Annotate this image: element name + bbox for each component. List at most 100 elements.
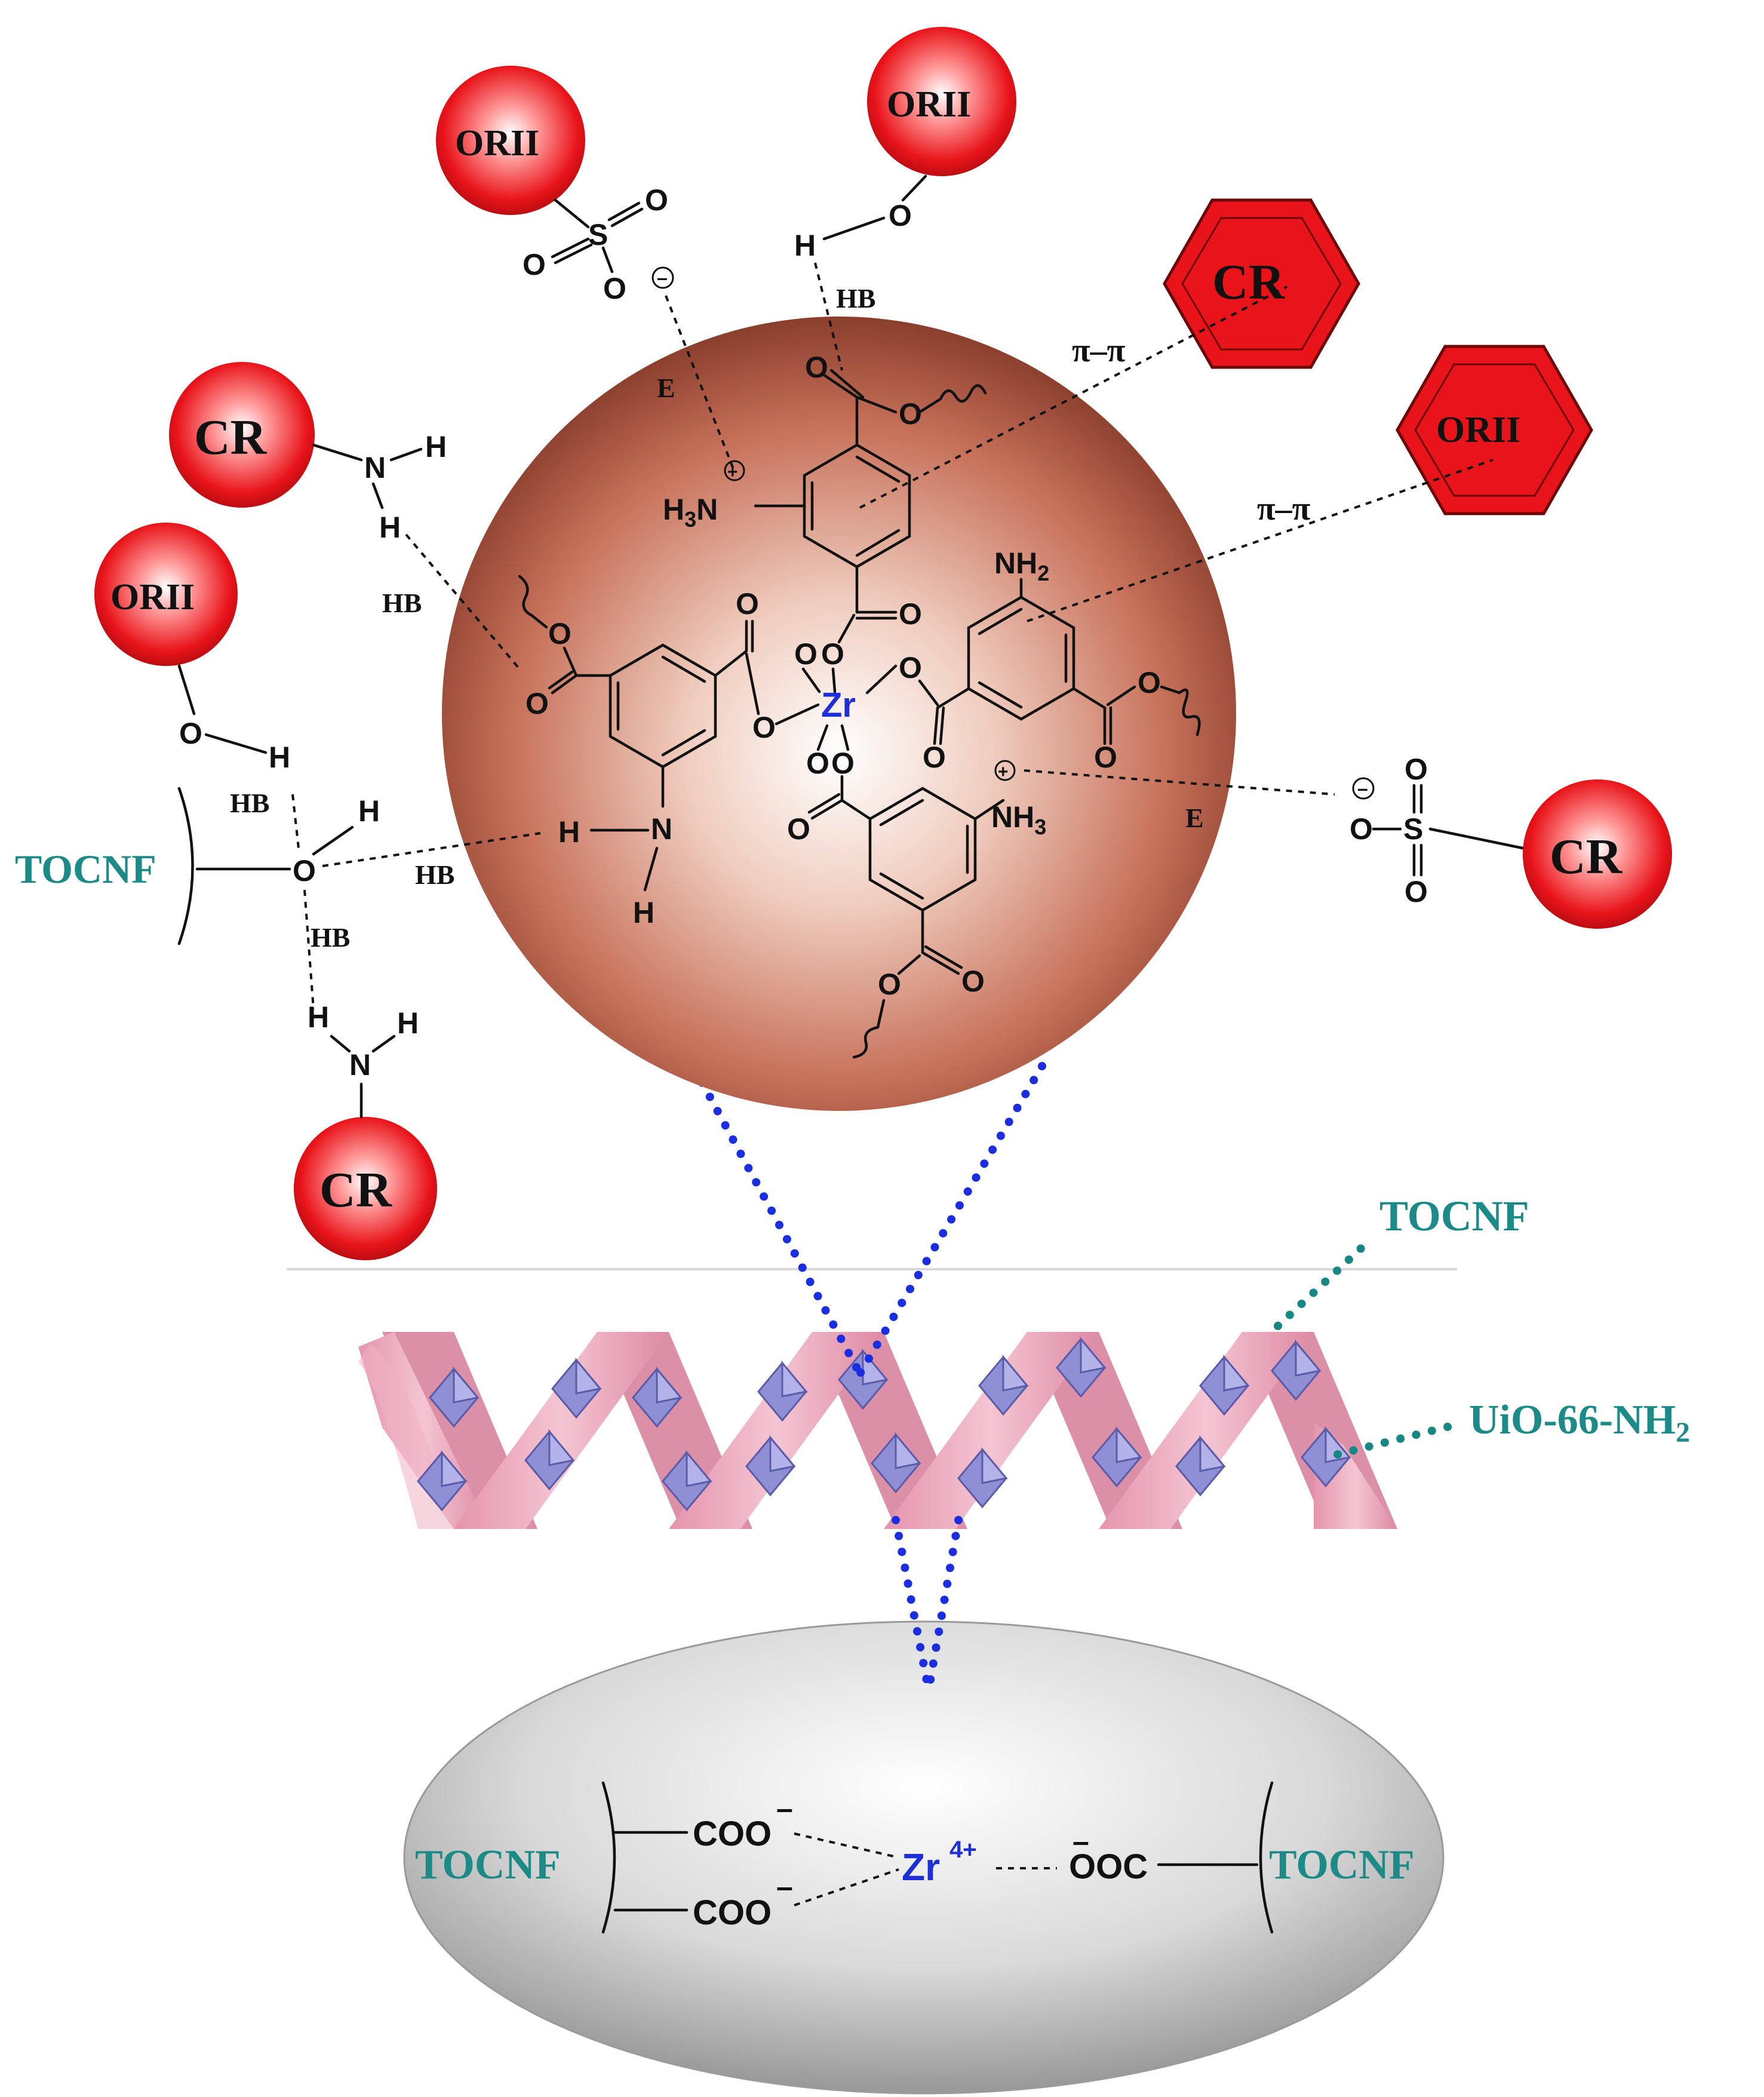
orii-ball-top-center	[867, 27, 1016, 176]
oxygen: O	[548, 617, 571, 650]
orii-label: ORII	[110, 577, 195, 618]
hb-label: HB	[836, 283, 875, 314]
hydrogen: H	[558, 815, 580, 849]
pi-pi-label: π–π	[1072, 332, 1126, 369]
minus-sign: –	[776, 1792, 793, 1825]
sulfur: S	[1403, 812, 1423, 846]
oxygen: O	[1405, 875, 1428, 908]
amine-c: NH2	[994, 546, 1049, 585]
pi-pi-orii	[1027, 459, 1493, 622]
oxygen: O	[1094, 741, 1117, 774]
tocnf-label-fragment: TOCNF	[15, 846, 156, 892]
oxygen: O	[293, 854, 316, 888]
hydrogen: H	[633, 896, 654, 929]
pi-pi-label: π–π	[1257, 490, 1311, 527]
hb-label: HB	[230, 788, 269, 818]
plus-sign: +	[727, 462, 738, 482]
hb-orii-o	[291, 794, 300, 849]
hydrogen: H	[358, 794, 380, 828]
oxygen: O	[787, 812, 810, 846]
hb-label: HB	[415, 859, 454, 890]
oxygen: O	[831, 747, 855, 780]
oxygen: O	[752, 711, 776, 744]
hydrogen: H	[794, 229, 816, 262]
cr-label: CR	[1550, 829, 1623, 885]
hydrogen: H	[425, 430, 447, 463]
orii-label: ORII	[455, 123, 539, 164]
oxygen: O	[736, 587, 759, 621]
oxygen: O	[899, 597, 922, 631]
tocnf-helix-ribbon	[358, 1332, 1397, 1529]
oxygen: O	[899, 397, 922, 431]
oxygen: O	[1350, 812, 1373, 846]
oxygen: O	[1405, 753, 1428, 786]
zr4-charge: 4+	[949, 1837, 977, 1863]
uio-66-nh2-structure: Zr O O O O O H3N +	[518, 351, 1201, 1059]
carboxylate-right: OOC	[1069, 1847, 1148, 1886]
orii-label: ORII	[1436, 410, 1520, 450]
benzene-ring-c	[967, 595, 1075, 721]
minus-sign: –	[1357, 778, 1368, 799]
hydrogen: H	[379, 511, 401, 544]
hydrogen: H	[308, 1000, 329, 1034]
oxygen: O	[179, 717, 202, 750]
carboxylate-lower: COO	[693, 1893, 772, 1932]
uio-66-nh2-particle	[442, 317, 1236, 1111]
pi-pi-cr	[859, 285, 1287, 509]
tocnf-fragment-left: TOCNF O H HB HB HB ORII O H CR N H H	[15, 523, 541, 1260]
electrostatic-cr	[1024, 769, 1335, 796]
cr-label: CR	[319, 1162, 393, 1218]
zoom-line-right	[856, 1062, 1046, 1378]
cr-label: CR	[194, 410, 268, 465]
carboxylate-upper: COO	[693, 1814, 772, 1853]
hb-label: HB	[382, 588, 422, 618]
uio-66-nh2-label: UiO-66-NH2	[1469, 1397, 1690, 1448]
hb-o-cr	[303, 889, 315, 1010]
hb-cr-carboxyl	[405, 533, 521, 670]
oxygen: O	[899, 651, 922, 684]
hydrogen: H	[397, 1006, 419, 1040]
nitrogen: N	[349, 1048, 371, 1082]
oxygen: O	[1138, 666, 1161, 699]
electrostatic-orii	[665, 295, 736, 472]
plus-sign: +	[998, 762, 1009, 782]
oxygen: O	[923, 741, 946, 774]
uio-pointer	[1333, 1420, 1461, 1459]
zoom-line-lower-left	[892, 1516, 933, 1694]
zr4-ion: Zr	[902, 1846, 940, 1889]
oxygen: O	[603, 272, 626, 305]
ammonium-a: H3N	[663, 493, 718, 532]
cr-ball-upper-left	[169, 362, 315, 508]
orii-ball-top-left	[436, 66, 585, 215]
cr-ball-bottom	[294, 1117, 437, 1260]
hb-tocnf-nh	[322, 832, 541, 867]
cr-amine-interaction: CR N H H HB	[169, 362, 521, 670]
tocnf-label-helix: TOCNF	[1379, 1192, 1529, 1240]
tocnf-pointer	[1274, 1238, 1372, 1330]
nitrogen: N	[651, 812, 672, 846]
oxygen: O	[645, 183, 668, 217]
ammonium-d: NH3	[991, 800, 1046, 839]
oxygen: O	[961, 965, 985, 998]
oxygen: O	[878, 968, 901, 1001]
orii-sulfonate-interaction: ORII S O O O – E	[436, 66, 736, 472]
cr-sulfonate-interaction: E – O S O O CR	[1024, 753, 1672, 929]
oxygen: O	[523, 248, 546, 281]
cr-ball-right	[1523, 779, 1672, 929]
oxygen: O	[821, 637, 844, 671]
hb-label: HB	[311, 922, 350, 953]
zr-center: Zr	[821, 686, 856, 724]
nitrogen: N	[364, 451, 386, 484]
zr-coordination-ellipse: TOCNF TOCNF COO COO OOC – – – Zr 4+	[403, 1620, 1445, 2095]
orii-pi-pi-interaction: ORII π–π	[1027, 345, 1593, 622]
oxygen: O	[889, 199, 912, 232]
minus-sign: –	[776, 1870, 793, 1903]
orii-hexagon	[1396, 345, 1593, 515]
cr-label: CR	[1212, 254, 1286, 310]
e-label: E	[1185, 803, 1204, 833]
orii-ball-left	[94, 523, 238, 666]
tocnf-label-left: TOCNF	[415, 1842, 561, 1888]
uio-66-nh2-crystals	[417, 1336, 1351, 1512]
oxygen: O	[794, 637, 818, 671]
